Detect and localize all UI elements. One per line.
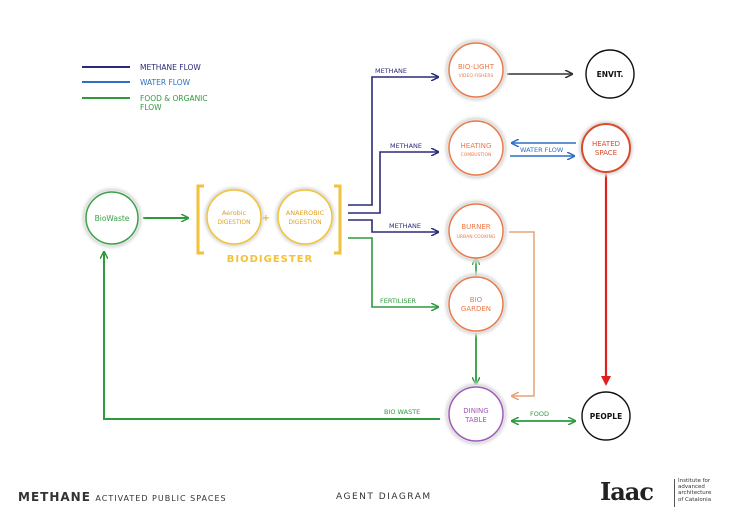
legend-food-label: FOOD & ORGANIC xyxy=(140,94,208,103)
node-heating-label-1: HEATING xyxy=(461,142,492,150)
footer-agent-diagram: AGENT DIAGRAM xyxy=(336,492,432,502)
edge-label-methane-1: METHANE xyxy=(375,67,407,75)
node-people-label: PEOPLE xyxy=(590,412,622,421)
node-biodigester-label: BIODIGESTER xyxy=(227,254,313,265)
logo-text: Institute for advanced architecture of C… xyxy=(678,478,711,503)
node-biolight-label-1: BIO-LIGHT xyxy=(458,63,495,71)
node-biogarden: BIO GARDEN xyxy=(442,270,510,338)
node-dining-table: DINING TABLE xyxy=(442,380,510,448)
node-heating: HEATING COMBUSTION xyxy=(442,114,510,182)
biodigester-bracket-right xyxy=(334,184,342,255)
edge-label-bio-waste: BIO WASTE xyxy=(384,408,420,416)
edge-label-water-flow: WATER FLOW xyxy=(520,146,564,154)
node-anaerobic xyxy=(277,189,333,245)
node-heating-label-2: COMBUSTION xyxy=(461,152,492,158)
node-biolight: BIO-LIGHT VIDEO FISHERS xyxy=(442,36,510,104)
legend-methane-label: METHANE FLOW xyxy=(140,63,201,72)
biodigester-bracket-left xyxy=(196,184,204,255)
edge-biowaste-return xyxy=(104,252,440,420)
node-people: PEOPLE xyxy=(581,391,631,441)
node-anaerobic-label-1: ANAEROBIC xyxy=(286,209,325,217)
edge-label-food: FOOD xyxy=(530,410,549,418)
node-heated-label-2: SPACE xyxy=(595,149,617,157)
logo-divider xyxy=(674,479,675,507)
node-biowaste: BioWaste xyxy=(79,185,145,251)
node-aerobic xyxy=(206,189,262,245)
node-envit-label: ENVIT. xyxy=(597,70,624,79)
edge-burner-to-dining xyxy=(509,231,535,396)
node-biogarden-label-2: GARDEN xyxy=(461,305,491,313)
edge-methane-to-heating xyxy=(348,152,438,214)
node-dining-label-2: TABLE xyxy=(464,416,487,424)
iaac-logo: Iaac Institute for advanced architecture… xyxy=(600,477,720,511)
node-dining-label-1: DINING xyxy=(463,407,488,415)
plus-icon: + xyxy=(262,213,270,224)
logo-line-4: of Catalonia xyxy=(678,496,712,503)
edge-methane-to-biolight xyxy=(348,77,438,206)
logo-line-1: Institute for xyxy=(678,478,711,484)
node-burner-label-1: BURNER xyxy=(461,223,490,231)
legend: METHANE FLOW WATER FLOW FOOD & ORGANIC F… xyxy=(82,63,208,112)
node-aerobic-label-2: DIGESTION xyxy=(217,219,250,226)
node-heated-space: HEATED SPACE xyxy=(576,118,636,178)
node-biodigester: Aerobic DIGESTION + ANAEROBIC DIGESTION … xyxy=(196,184,342,265)
edge-label-methane-3: METHANE xyxy=(389,222,421,230)
footer-title-main: METHANE xyxy=(18,490,91,504)
logo-line-2: advanced xyxy=(678,484,705,491)
edge-methane-to-burner xyxy=(348,219,438,232)
node-anaerobic-label-2: DIGESTION xyxy=(288,219,321,226)
logo-line-3: architecture xyxy=(678,490,712,497)
node-biolight-label-2: VIDEO FISHERS xyxy=(459,73,494,79)
legend-water-label: WATER FLOW xyxy=(140,78,191,87)
node-envit: ENVIT. xyxy=(585,49,635,99)
node-biowaste-label: BioWaste xyxy=(95,214,130,223)
node-burner: BURNER URBAN COOKING xyxy=(442,197,510,265)
node-burner-label-2: URBAN COOKING xyxy=(457,234,496,240)
node-aerobic-label-1: Aerobic xyxy=(222,209,247,217)
node-biogarden-label-1: BIO xyxy=(470,296,483,304)
edge-label-methane-2: METHANE xyxy=(390,142,422,150)
edge-fertiliser-to-biogarden xyxy=(348,237,438,307)
footer-title-sub: ACTIVATED PUBLIC SPACES xyxy=(95,494,227,503)
iaac-logo-mark: Iaac xyxy=(600,477,654,506)
legend-food-label-2: FLOW xyxy=(140,103,162,112)
node-heated-label-1: HEATED xyxy=(592,140,620,148)
edge-label-fertiliser: FERTILISER xyxy=(380,297,417,305)
footer-title: METHANE ACTIVATED PUBLIC SPACES xyxy=(18,490,227,504)
